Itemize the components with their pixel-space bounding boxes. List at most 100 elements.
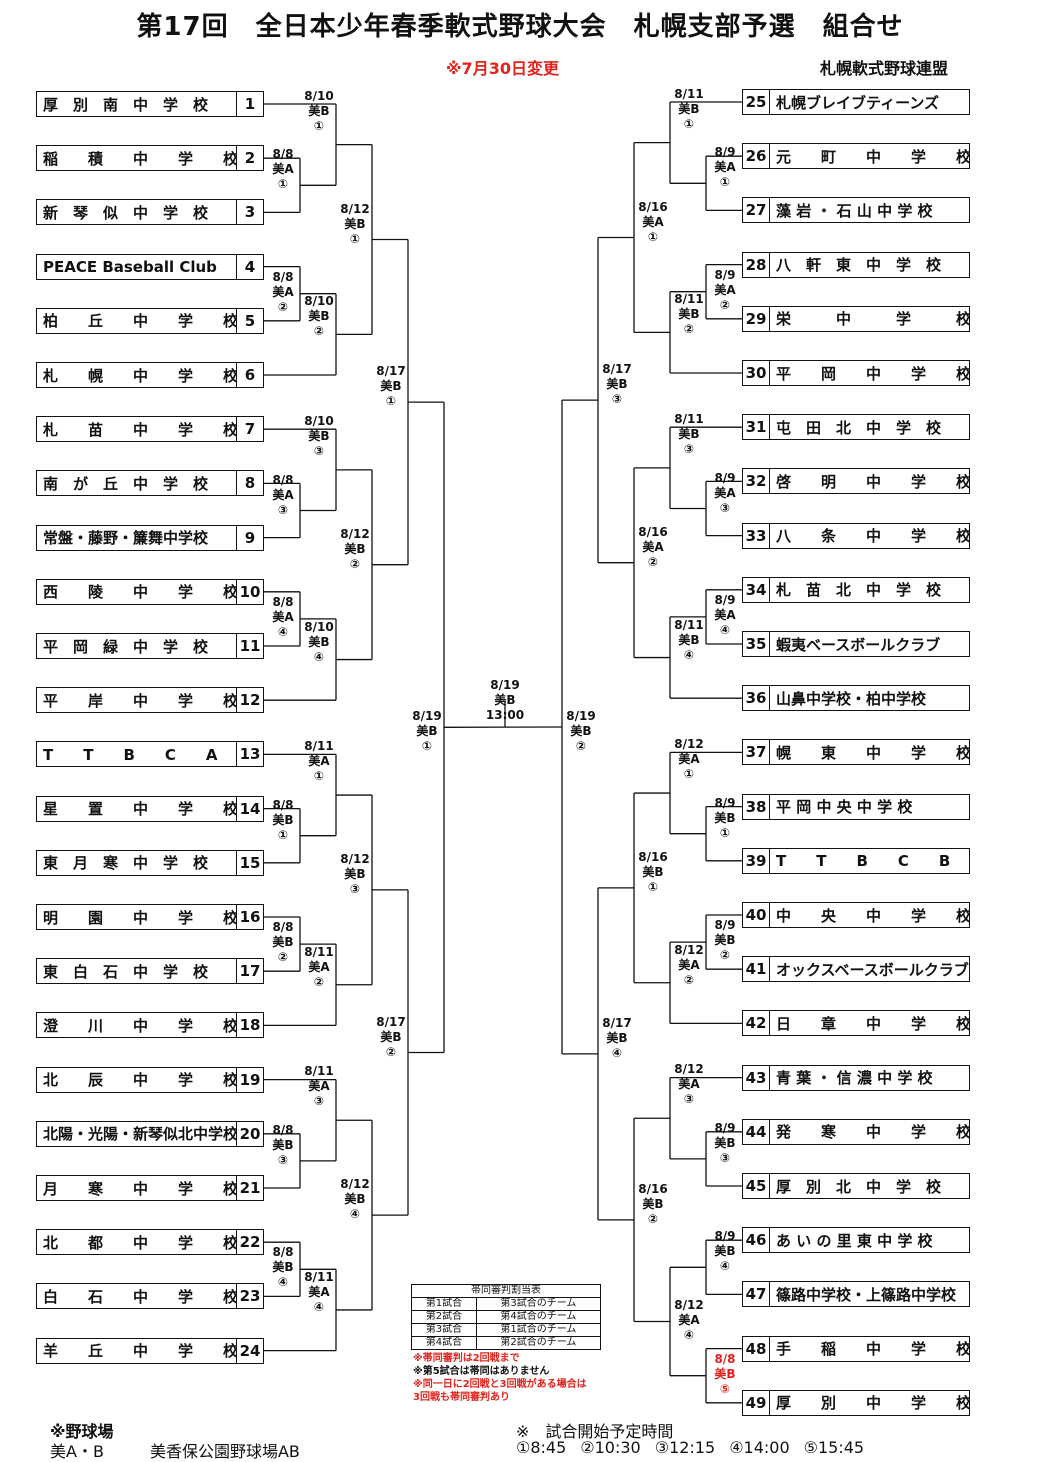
team-number: 3 <box>236 200 263 224</box>
team-name: 北 辰 中 学 校 <box>37 1068 236 1092</box>
match-label: 8/8 美B ③ <box>266 1123 300 1168</box>
time-slot: ④14:00 <box>729 1438 789 1457</box>
team-name: 日 章 中 学 校 <box>770 1011 969 1035</box>
team-name: 幌 東 中 学 校 <box>770 740 969 764</box>
team-number: 4 <box>236 255 263 279</box>
match-label: 8/12 美B ④ <box>338 1177 372 1222</box>
team-number: 22 <box>236 1230 263 1254</box>
team-name: 蝦夷ベースボールクラブ <box>770 632 969 656</box>
match-label: 8/16 美A ② <box>636 525 670 570</box>
team-number: 36 <box>743 686 770 710</box>
umpire-note: ※同一日に2回戦と3回戦がある場合は <box>413 1378 587 1391</box>
team-number: 15 <box>236 851 263 875</box>
team-name: T T B C A <box>37 742 236 766</box>
umpire-row-game: 第3試合 <box>412 1324 477 1337</box>
match-label: 8/12 美B ① <box>338 202 372 247</box>
team-name: 平 岡 中 央 中 学 校 <box>770 795 969 819</box>
team-number: 34 <box>743 578 770 602</box>
team-number: 1 <box>236 92 263 116</box>
team-number: 40 <box>743 903 770 927</box>
time-slot: ⑤15:45 <box>804 1438 864 1457</box>
team-number: 33 <box>743 524 770 548</box>
umpire-note: ※帯同審判は2回戦まで <box>413 1352 587 1365</box>
match-label: 8/9 美B ① <box>708 796 742 841</box>
match-label: 8/9 美A ④ <box>708 593 742 638</box>
team-name: 南 が 丘 中 学 校 <box>37 471 236 495</box>
team-number: 13 <box>236 742 263 766</box>
team-name: 平 岡 緑 中 学 校 <box>37 634 236 658</box>
team-name: 札 苗 中 学 校 <box>37 417 236 441</box>
venue-label: 美A・B <box>50 1442 104 1461</box>
match-label: 8/11 美A ③ <box>302 1064 336 1109</box>
match-label: 8/11 美B ④ <box>672 618 706 663</box>
match-label: 8/19 美B ① <box>410 709 444 754</box>
team-name: 柏 丘 中 学 校 <box>37 309 236 333</box>
team-name: 啓 明 中 学 校 <box>770 469 969 493</box>
match-label: 8/11 美B ③ <box>672 412 706 457</box>
team-number: 2 <box>236 146 263 170</box>
team-number: 6 <box>236 363 263 387</box>
team-number: 31 <box>743 415 770 439</box>
team-name: あ い の 里 東 中 学 校 <box>770 1228 969 1252</box>
match-label: 8/12 美A ② <box>672 943 706 988</box>
team-name: 星 置 中 学 校 <box>37 797 236 821</box>
match-label: 8/12 美A ① <box>672 737 706 782</box>
match-label: 8/9 美B ④ <box>708 1229 742 1274</box>
match-label: 8/9 美A ① <box>708 145 742 190</box>
team-name: 手 稲 中 学 校 <box>770 1337 969 1361</box>
team-number: 38 <box>743 795 770 819</box>
team-name: 北陽・光陽・新琴似北中学校 <box>37 1122 236 1146</box>
team-name: 札幌ブレイブティーンズ <box>770 90 969 114</box>
team-number: 41 <box>743 957 770 981</box>
team-name: 山鼻中学校・柏中学校 <box>770 686 969 710</box>
match-label: 8/8 美A ④ <box>266 595 300 640</box>
match-label: 8/17 美B ④ <box>600 1016 634 1061</box>
match-label: 8/16 美B ① <box>636 850 670 895</box>
umpire-notes: ※帯同審判は2回戦まで ※第5試合は帯同はありません ※同一日に2回戦と3回戦が… <box>413 1352 587 1404</box>
team-name: 篠路中学校・上篠路中学校 <box>770 1282 969 1306</box>
match-label: 8/11 美A ② <box>302 945 336 990</box>
team-number: 25 <box>743 90 770 114</box>
match-label: 8/16 美A ① <box>636 200 670 245</box>
time-slot: ②10:30 <box>580 1438 640 1457</box>
match-label: 8/8 美A ② <box>266 270 300 315</box>
team-number: 46 <box>743 1228 770 1252</box>
team-number: 45 <box>743 1174 770 1198</box>
team-name: 西 陵 中 学 校 <box>37 580 236 604</box>
match-label: 8/9 美A ② <box>708 268 742 313</box>
team-number: 42 <box>743 1011 770 1035</box>
match-label: 8/11 美A ① <box>302 739 336 784</box>
match-label: 8/17 美B ③ <box>600 362 634 407</box>
match-label: 8/8 美A ③ <box>266 473 300 518</box>
team-name: 新 琴 似 中 学 校 <box>37 200 236 224</box>
match-label: 8/10 美B ① <box>302 89 336 134</box>
team-number: 27 <box>743 198 770 222</box>
match-label: 8/9 美B ③ <box>708 1121 742 1166</box>
team-number: 20 <box>236 1122 263 1146</box>
